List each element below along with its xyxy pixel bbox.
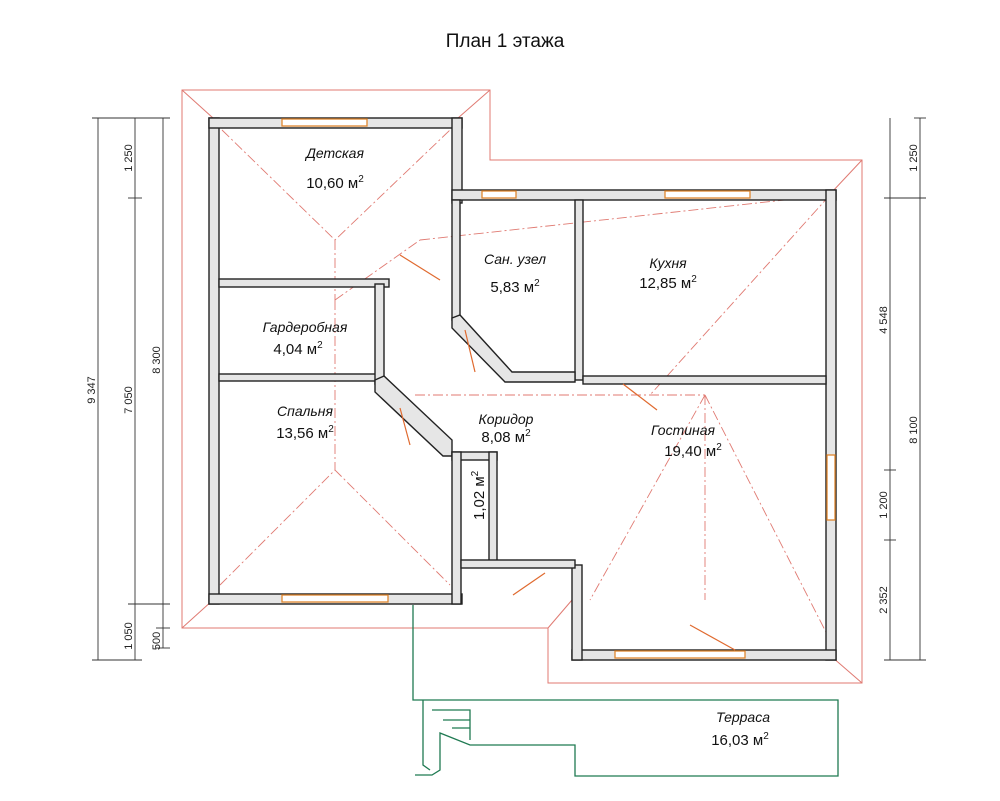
dim-left-top-offset: 1 250 <box>123 144 135 172</box>
room-area-garderobnaya: 4,04 м2 <box>273 340 323 358</box>
room-area-terrasa: 16,03 м2 <box>711 731 769 749</box>
terrace <box>412 605 839 777</box>
dim-right-overall: 8 100 <box>908 416 920 444</box>
room-labels: Детская 10,60 м2 Сан. узел 5,83 м2 Кухня… <box>263 145 771 749</box>
room-area-spalnya: 13,56 м2 <box>276 424 334 442</box>
room-name-san-uzel: Сан. узел <box>484 251 546 267</box>
roof-outline <box>181 89 863 684</box>
dim-left-middle: 7 050 <box>123 386 135 414</box>
dim-left-outer: 9 347 <box>86 376 98 404</box>
dim-left-bottom-offset: 1 050 <box>123 622 135 650</box>
room-name-garderobnaya: Гардеробная <box>263 319 348 335</box>
room-area-gostinaya: 19,40 м2 <box>664 442 722 460</box>
dim-left-eave: 500 <box>151 632 163 650</box>
windows <box>281 118 836 659</box>
dim-right-top-offset: 1 250 <box>908 144 920 172</box>
door-swings <box>399 254 736 651</box>
dimensions-left: 9 347 7 050 8 300 1 250 1 050 500 <box>86 117 170 661</box>
room-name-kukhnya: Кухня <box>649 255 687 271</box>
plan-title: План 1 этажа <box>446 31 565 52</box>
room-area-san-uzel: 5,83 м2 <box>490 278 540 296</box>
room-area-koridor: 8,08 м2 <box>481 428 531 446</box>
room-area-detskaya: 10,60 м2 <box>306 174 364 192</box>
dim-right-upper: 4 548 <box>878 306 890 334</box>
room-name-gostinaya: Гостиная <box>651 422 716 438</box>
room-name-koridor: Коридор <box>479 411 534 427</box>
room-area-kukhnya: 12,85 м2 <box>639 274 697 292</box>
roof-hip-lines <box>219 129 831 641</box>
dimensions-right: 1 250 4 548 8 100 1 200 2 352 <box>878 117 926 661</box>
room-area-closet: 1,02 м2 <box>470 470 488 520</box>
dim-right-mid: 1 200 <box>878 491 890 519</box>
room-name-detskaya: Детская <box>304 145 364 161</box>
dim-left-inner: 8 300 <box>151 346 163 374</box>
room-name-terrasa: Терраса <box>716 709 770 725</box>
room-name-spalnya: Спальня <box>277 403 333 419</box>
walls <box>208 117 837 661</box>
dim-right-lower: 2 352 <box>878 586 890 614</box>
